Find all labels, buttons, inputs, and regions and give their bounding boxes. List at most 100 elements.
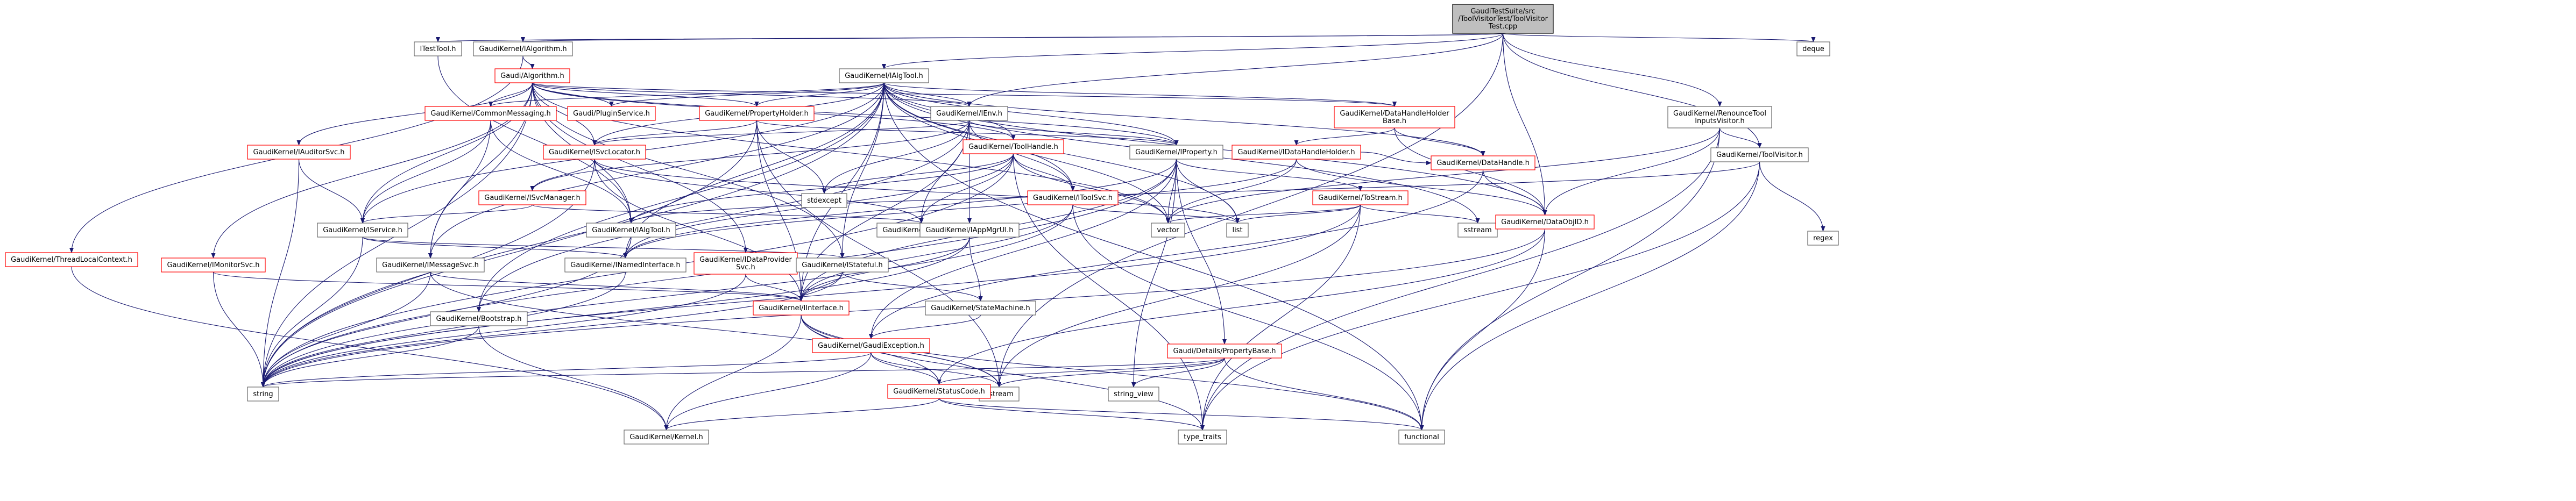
node-label: /ToolVisitorTest/ToolVisitor	[1458, 15, 1548, 23]
node-vector[interactable]: vector	[1151, 223, 1185, 238]
edge-root-to-renouncetool	[1502, 33, 1722, 107]
node-kernel[interactable]: GaudiKernel/Kernel.h	[624, 430, 709, 445]
node-box	[1796, 41, 1830, 56]
node-toolvisitor[interactable]: GaudiKernel/ToolVisitor.h	[1710, 147, 1809, 162]
node-iservice[interactable]: GaudiKernel/IService.h	[317, 223, 408, 238]
edge-algorithm-to-iproperty	[532, 82, 1179, 146]
edge-ienv-to-bootstrap	[477, 120, 970, 312]
node-label: GaudiKernel/IInterface.h	[759, 304, 844, 312]
node-box	[812, 338, 930, 353]
node-label: GaudiKernel/ISvcManager.h	[484, 194, 580, 202]
node-regex[interactable]: regex	[1807, 231, 1839, 246]
node-box	[5, 252, 138, 267]
node-propertybase[interactable]: Gaudi/Details/PropertyBase.h	[1167, 343, 1282, 359]
edge-itoolsvc-to-string	[261, 204, 1073, 388]
edge-ialgtool-to-functional	[883, 82, 1424, 431]
edge-ialgtool-to-bootstrap	[477, 82, 884, 312]
edge-imessagesvc-to-string	[261, 271, 431, 388]
node-box	[564, 257, 687, 273]
edge-iproperty-to-list	[1176, 159, 1240, 224]
node-pluginsvc[interactable]: Gaudi/PluginService.h	[567, 106, 656, 121]
node-isvcmanager[interactable]: GaudiKernel/ISvcManager.h	[478, 190, 586, 205]
edge-ialgorithm-to-algorithm	[522, 55, 535, 69]
node-box	[753, 300, 850, 316]
edge-toolvisitor-to-type_traits	[1200, 161, 1760, 431]
node-ialgorithm[interactable]: GaudiKernel/IAlgorithm.h	[473, 41, 573, 56]
edge-commonmsg-to-ialgtool2	[490, 120, 633, 224]
node-ialgtool2[interactable]: GaudiKernel/IAlgTool.h	[586, 223, 676, 238]
node-label: GaudiKernel/IAlgorithm.h	[479, 45, 567, 53]
edge-tostream-to-ostream	[997, 204, 1361, 388]
node-imonitorsvc[interactable]: GaudiKernel/IMonitorSvc.h	[161, 257, 266, 273]
node-list[interactable]: list	[1226, 223, 1249, 238]
node-iappmgrui[interactable]: GaudiKernel/IAppMgrUI.h	[919, 223, 1020, 238]
node-label: GaudiKernel/ISvcLocator.h	[549, 148, 640, 156]
edge-ienv-to-stdexcept	[822, 120, 970, 194]
node-label: GaudiKernel/ThreadLocalContext.h	[11, 256, 132, 264]
node-functional[interactable]: functional	[1398, 430, 1445, 445]
node-sstream[interactable]: sstream	[1457, 223, 1498, 238]
edge-itoolsvc-to-iinterface	[799, 204, 1073, 302]
node-itoolsvc[interactable]: GaudiKernel/IToolSvc.h	[1027, 190, 1119, 205]
node-gaudiexception[interactable]: GaudiKernel/GaudiException.h	[812, 338, 930, 353]
edge-iauditorsvc-to-iservice	[298, 159, 365, 224]
node-box	[1129, 145, 1223, 160]
edge-datahandleholderbase-to-dataobjid	[1394, 127, 1547, 216]
node-isvclocator[interactable]: GaudiKernel/ISvcLocator.h	[543, 145, 646, 160]
node-box	[1667, 106, 1772, 128]
node-commonmsg[interactable]: GaudiKernel/CommonMessaging.h	[424, 106, 557, 121]
node-box	[586, 223, 676, 238]
edge-datahandleholderbase-to-idatahandleholder	[1294, 127, 1395, 146]
edge-toolhandle-to-stdexcept	[822, 153, 1014, 194]
node-iproperty[interactable]: GaudiKernel/IProperty.h	[1129, 145, 1223, 160]
node-box	[699, 106, 815, 121]
node-tostream[interactable]: GaudiKernel/ToStream.h	[1312, 190, 1409, 205]
node-stdexcept[interactable]: stdexcept	[801, 193, 847, 208]
node-box	[930, 106, 1008, 121]
node-statuscode[interactable]: GaudiKernel/StatusCode.h	[887, 384, 991, 399]
edge-iservice-to-istateful	[362, 237, 845, 259]
node-root[interactable]: GaudiTestSuite/src/ToolVisitorTest/ToolV…	[1452, 4, 1554, 34]
node-label: GaudiKernel/DataHandle.h	[1436, 159, 1530, 167]
edge-bootstrap-to-kernel	[478, 325, 669, 431]
edge-isvclocator-to-list	[594, 159, 1240, 224]
node-bootstrap[interactable]: GaudiKernel/Bootstrap.h	[430, 311, 528, 326]
edge-ialgtool-to-propholder	[754, 82, 884, 107]
node-itesttool[interactable]: ITestTool.h	[414, 41, 462, 56]
node-imessagesvc[interactable]: GaudiKernel/IMessageSvc.h	[376, 257, 485, 273]
edge-iappmgrui-to-statemachine	[969, 237, 983, 302]
edge-statuscode-to-functional	[938, 398, 1424, 431]
node-label: deque	[1802, 45, 1824, 53]
node-dataobjid[interactable]: GaudiKernel/DataObjID.h	[1495, 214, 1595, 230]
node-ostream[interactable]: ostream	[979, 387, 1020, 402]
node-ialgtool[interactable]: GaudiKernel/IAlgTool.h	[839, 68, 929, 83]
edge-idatahandleholder-to-vector	[1166, 159, 1297, 224]
node-deque[interactable]: deque	[1796, 41, 1830, 56]
node-string[interactable]: string	[247, 387, 279, 402]
node-box	[1108, 387, 1159, 402]
node-type_traits[interactable]: type_traits	[1178, 430, 1227, 445]
node-algorithm[interactable]: Gaudi/Algorithm.h	[494, 68, 570, 83]
node-istateful[interactable]: GaudiKernel/IStateful.h	[796, 257, 889, 273]
node-toolhandle[interactable]: GaudiKernel/ToolHandle.h	[963, 139, 1064, 154]
node-box	[424, 106, 557, 121]
edge-toolvisitor-to-ialgtool2	[629, 161, 1760, 224]
node-idatahandleholder[interactable]: GaudiKernel/IDataHandleHolder.h	[1232, 145, 1361, 160]
node-ienv[interactable]: GaudiKernel/IEnv.h	[930, 106, 1008, 121]
node-string_view[interactable]: string_view	[1108, 387, 1159, 402]
node-datahandle[interactable]: GaudiKernel/DataHandle.h	[1431, 155, 1535, 170]
edge-ienv-to-iinterface	[799, 120, 970, 302]
node-inamedinterface[interactable]: GaudiKernel/INamedInterface.h	[564, 257, 687, 273]
edge-iproperty-to-inamedinterface	[623, 159, 1177, 259]
edge-iauditorsvc-to-string	[261, 159, 300, 388]
node-propholder[interactable]: GaudiKernel/PropertyHolder.h	[699, 106, 815, 121]
edge-datahandleholderbase-to-datahandle	[1394, 127, 1485, 156]
node-iauditorsvc[interactable]: GaudiKernel/IAuditorSvc.h	[247, 145, 351, 160]
node-box	[1312, 190, 1409, 205]
node-iinterface[interactable]: GaudiKernel/IInterface.h	[753, 300, 850, 316]
node-threadlocal[interactable]: GaudiKernel/ThreadLocalContext.h	[5, 252, 138, 267]
node-statemachine[interactable]: GaudiKernel/StateMachine.h	[925, 300, 1036, 316]
